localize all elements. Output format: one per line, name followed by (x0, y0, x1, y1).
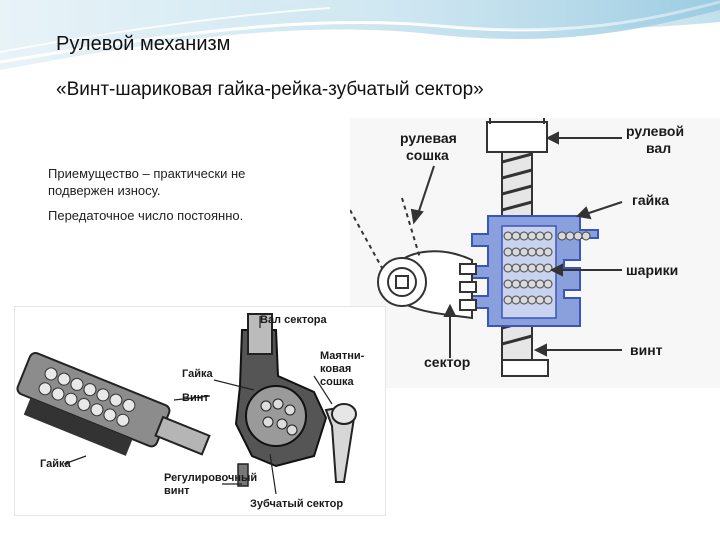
ratio-text-line: Передаточное число постоянно. (48, 208, 244, 223)
label-nut-bottom: Гайка (40, 458, 71, 470)
label-pitman-line3: сошка (320, 376, 354, 388)
cutaway-illustration: Вал сектора Гайка Винт Маятни- ковая сош… (13, 305, 387, 517)
label-nut: гайка (632, 192, 670, 208)
label-pitman-arm-line2: сошка (406, 147, 449, 163)
shaft-bottom-cap (501, 359, 549, 377)
label-gear-sector: Зубчатый сектор (250, 498, 344, 510)
slide-subtitle: «Винт-шариковая гайка-рейка-зубчатый сек… (56, 79, 484, 100)
diagram-drawing (349, 118, 720, 388)
label-sector: сектор (424, 354, 471, 370)
label-steering-shaft-line2: вал (646, 140, 672, 156)
label-sector-shaft: Вал сектора (260, 314, 327, 326)
label-screw: винт (630, 342, 663, 358)
header-background (0, 0, 720, 110)
label-adjusting-screw-line1: Регулировочный (164, 472, 258, 484)
label-steering-shaft-line1: рулевой (626, 123, 685, 139)
label-pitman-arm-line1: рулевая (400, 130, 457, 146)
advantage-text-line-2: подвержен износу. (48, 183, 161, 198)
cutaway-drawing (13, 305, 387, 517)
steering-mechanism-diagram: рулевая сошка рулевой вал гайка шарики с… (349, 118, 720, 388)
label-screw-photo: Винт (182, 392, 209, 404)
balls (503, 231, 591, 305)
label-balls: шарики (626, 262, 679, 278)
label-pitman-line1: Маятни- (320, 350, 365, 362)
shaft-top-cap (486, 121, 548, 153)
label-nut-top: Гайка (182, 368, 213, 380)
advantage-text-line-1: Приемущество – практически не (48, 166, 246, 181)
label-pitman-line2: ковая (320, 363, 352, 375)
label-adjusting-screw-line2: винт (164, 485, 190, 497)
slide-title: Рулевой механизм (56, 33, 231, 55)
